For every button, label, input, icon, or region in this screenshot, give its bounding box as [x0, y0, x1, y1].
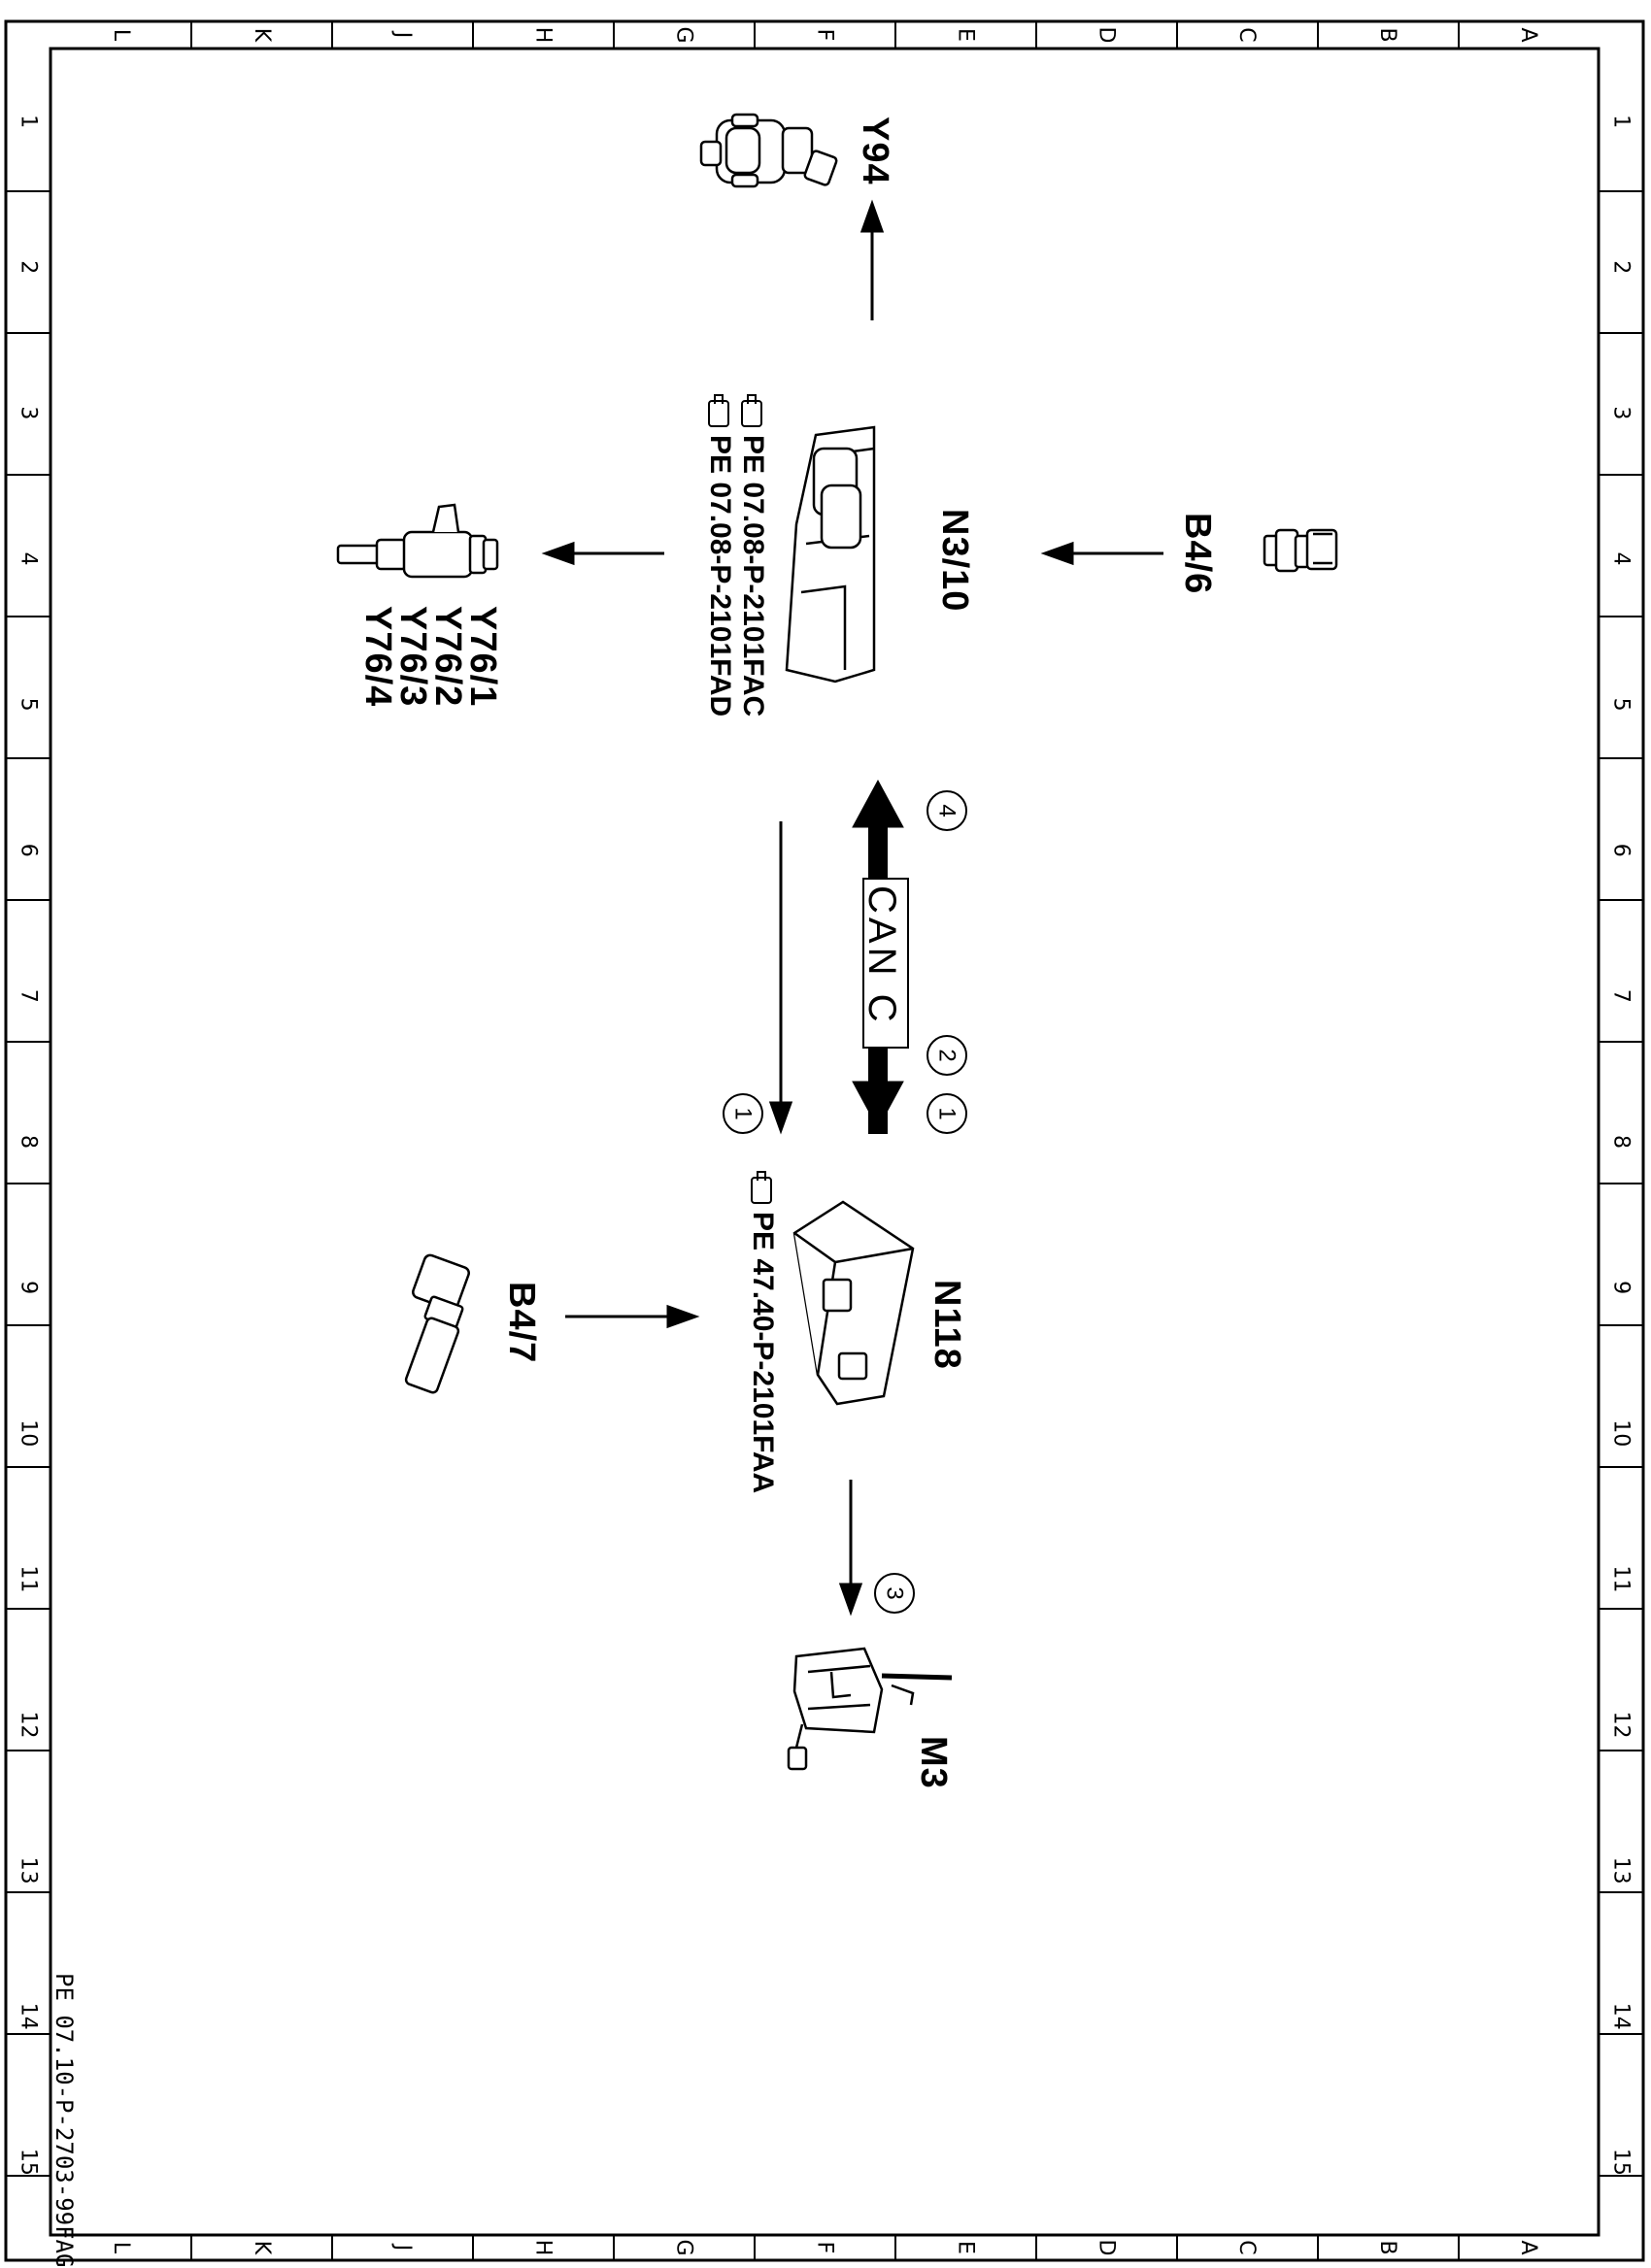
column-label: G [672, 2239, 696, 2255]
b4-7-temperature-sensor-icon [404, 1253, 470, 1394]
column-label: H [531, 27, 556, 44]
column-label: D [1094, 2240, 1118, 2256]
column-label: A [1516, 27, 1540, 42]
row-label: 3 [1609, 406, 1634, 419]
manual-hand-icon [707, 400, 729, 427]
b4-6-pressure-sensor-icon [1263, 528, 1338, 573]
y94-valve-icon [699, 113, 838, 188]
column-label: B [1375, 27, 1399, 42]
column-label: K [250, 2241, 274, 2255]
label-b4-6: B4/6 [1177, 513, 1218, 595]
column-label: E [953, 2241, 977, 2254]
column-label: E [953, 28, 977, 42]
row-label: 13 [1609, 1857, 1634, 1884]
label-n118: N118 [927, 1280, 967, 1370]
column-label: K [250, 28, 274, 43]
column-label: G [672, 26, 696, 43]
row-label: 6 [17, 844, 41, 857]
label-b4-7: B4/7 [501, 1282, 542, 1364]
row-label: 10 [1609, 1419, 1634, 1447]
column-label: J [390, 2243, 415, 2251]
can-c-label: CAN C [860, 885, 903, 1026]
row-label: 14 [17, 2003, 41, 2030]
row-label: 1 [1609, 115, 1634, 128]
row-label: 5 [17, 698, 41, 712]
label-y76-2: Y76/2 [427, 606, 468, 708]
column-label: D [1094, 27, 1118, 44]
signal-3-circle: 3 [874, 1573, 915, 1614]
column-label: F [813, 2242, 837, 2254]
row-label: 14 [1609, 2003, 1634, 2030]
column-labels: L L K K J J H H G G F F E E D D C C B B A A [109, 26, 1540, 2255]
ref-n3-10-fad[interactable]: PE 07.08-P-2101FAD [704, 400, 736, 717]
row-label: 9 [17, 1281, 41, 1294]
row-label: 15 [17, 2149, 41, 2176]
m3-fuel-pump-icon [787, 1647, 953, 1771]
column-label: H [531, 2240, 556, 2256]
column-label: L [109, 2242, 133, 2254]
row-label: 7 [17, 989, 41, 1003]
can-c-label-box: CAN C [860, 878, 909, 1049]
ref-n3-10-fac[interactable]: PE 07.08-P-2101FAC [737, 400, 769, 717]
row-label: 3 [17, 406, 41, 419]
label-y76-1: Y76/1 [462, 606, 503, 708]
row-label: 4 [17, 551, 41, 565]
row-label: 13 [17, 1857, 41, 1884]
column-label: A [1516, 2240, 1540, 2254]
column-label: C [1234, 27, 1259, 42]
label-y94: Y94 [855, 117, 895, 185]
column-label: B [1375, 2240, 1399, 2254]
signal-1-circle: 1 [723, 1093, 763, 1134]
row-label: 9 [1609, 1281, 1634, 1294]
label-y76-3: Y76/3 [392, 606, 433, 708]
column-ticks [190, 21, 1460, 2260]
ref-n118-faa[interactable]: PE 47.40-P-2101FAA [747, 1177, 779, 1493]
label-y76-4: Y76/4 [357, 606, 398, 708]
column-label: L [109, 29, 133, 42]
n3-10-ecu-icon [785, 425, 876, 684]
document-id: PE 07.10-P-2703-99FAG [51, 1973, 78, 2268]
row-label: 2 [1609, 260, 1634, 274]
column-label: F [813, 29, 837, 42]
outer-frame [4, 19, 1645, 2262]
row-label: 8 [1609, 1135, 1634, 1149]
row-label: 1 [17, 115, 41, 128]
row-label: 12 [1609, 1712, 1634, 1739]
inner-frame [49, 47, 1600, 2237]
signal-4-circle: 4 [927, 790, 967, 831]
row-label: 2 [17, 260, 41, 274]
row-label: 10 [17, 1419, 41, 1447]
signal-2-circle: 2 [927, 1035, 967, 1076]
row-label: 15 [1609, 2149, 1634, 2176]
row-ticks [6, 190, 1643, 2177]
manual-hand-icon [740, 400, 762, 427]
column-label: C [1234, 2240, 1259, 2254]
row-label: 7 [1609, 989, 1634, 1003]
row-label: 8 [17, 1135, 41, 1149]
row-label: 6 [1609, 844, 1634, 857]
signal-1b-circle: 1 [927, 1093, 967, 1134]
row-label: 12 [17, 1712, 41, 1739]
row-label: 11 [17, 1565, 41, 1592]
row-label: 5 [1609, 698, 1634, 712]
manual-hand-icon [750, 1177, 772, 1204]
row-label: 11 [1609, 1565, 1634, 1592]
y76-injector-icon [336, 503, 499, 579]
column-label: J [390, 30, 415, 39]
label-m3: M3 [913, 1736, 954, 1789]
n118-control-unit-icon [792, 1200, 915, 1406]
row-label: 4 [1609, 551, 1634, 565]
signal-arrows [541, 199, 1163, 1617]
label-n3-10: N3/10 [934, 509, 975, 613]
